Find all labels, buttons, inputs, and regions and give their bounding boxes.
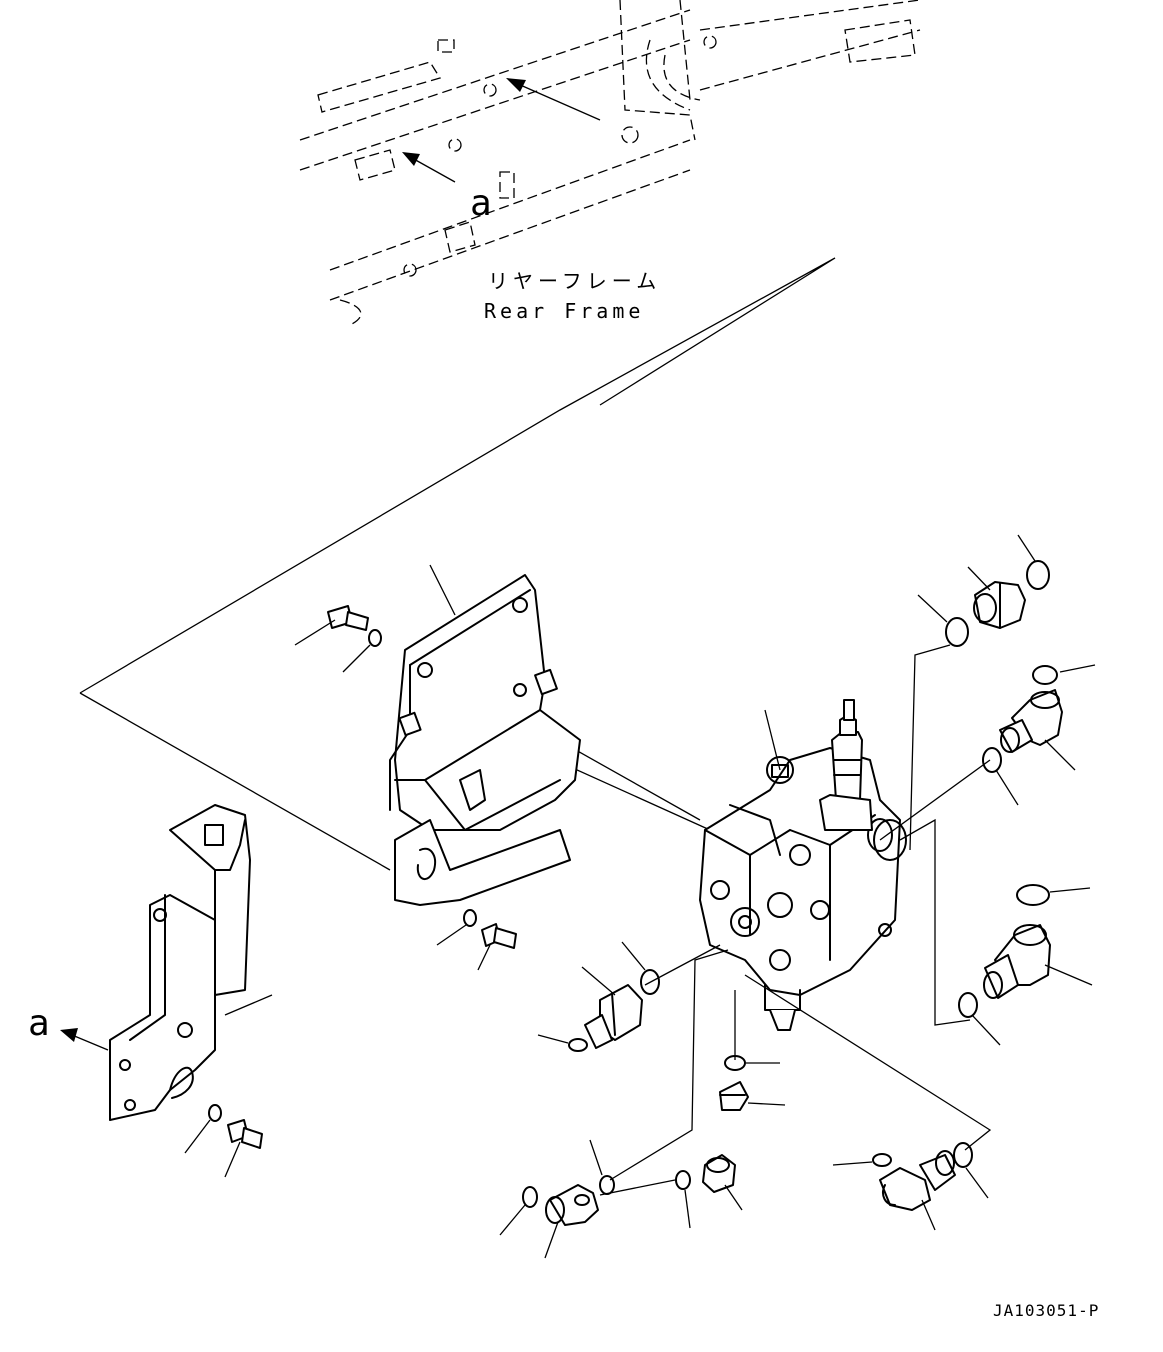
connection-lines	[599, 644, 992, 1196]
rear-frame-drawing: a リヤーフレーム Rear Frame	[299, 0, 921, 326]
ref-a-left-label: a	[28, 1003, 50, 1044]
mounting-bracket	[294, 564, 581, 971]
rear-frame-en-label: Rear Frame	[484, 299, 644, 323]
fitting-elbow-upper-right	[982, 664, 1096, 806]
fitting-straight-left	[537, 941, 660, 1052]
bracket-bolt-top	[294, 605, 382, 673]
ref-a-top-label: a	[470, 183, 492, 224]
rear-frame-jp-label: リヤーフレーム	[488, 269, 661, 293]
plug-lower	[675, 1154, 743, 1229]
fitting-tee-bottom	[499, 1139, 615, 1259]
plug-bottom	[719, 1055, 786, 1111]
fitting-straight-top-right	[917, 534, 1050, 647]
drawing-code-label: JA103051-P	[993, 1301, 1099, 1320]
fitting-elbow-lower-right	[958, 884, 1093, 1046]
bracket-bolt-bottom	[436, 909, 517, 971]
side-bracket: a	[28, 804, 273, 1178]
control-valve	[699, 699, 907, 1031]
fitting-angled-bottom-right	[832, 1142, 989, 1231]
